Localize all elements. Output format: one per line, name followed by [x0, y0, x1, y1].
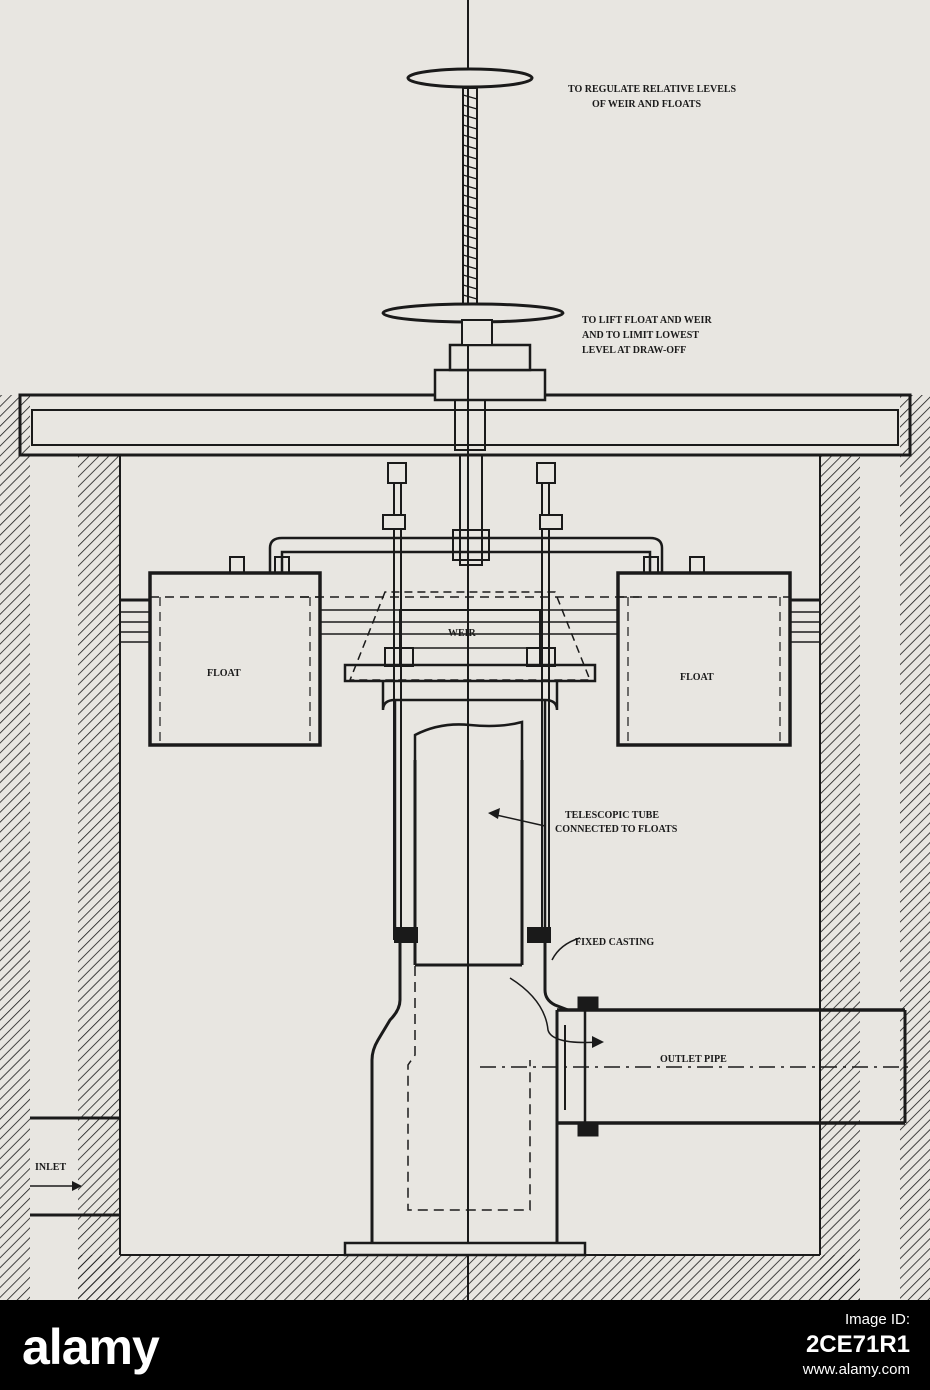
right-wall: [820, 455, 860, 1300]
outlet-pipe: [480, 996, 910, 1137]
label-lift-line2: AND TO LIMIT LOWEST: [582, 330, 699, 341]
left-wall: [78, 455, 120, 1300]
watermark-info: Image ID: 2CE71R1 www.alamy.com: [610, 1310, 910, 1380]
label-weir: WEIR: [448, 628, 477, 639]
upper-handwheel: [406, 67, 534, 89]
label-lift-line1: TO LIFT FLOAT AND WEIR: [582, 315, 712, 326]
float-yoke: [268, 536, 664, 575]
left-float: [148, 556, 322, 747]
label-tube-line2: CONNECTED TO FLOATS: [555, 824, 678, 835]
label-inlet: INLET: [35, 1162, 66, 1173]
tube-leader-arrow-icon: [491, 813, 546, 827]
label-float-left: FLOAT: [207, 668, 241, 679]
spindle-assembly: [381, 0, 565, 1300]
flow-arrow-icon: [509, 977, 601, 1044]
diagram-panel: TO REGULATE RELATIVE LEVELS OF WEIR AND …: [0, 0, 930, 1300]
label-outlet-pipe: OUTLET PIPE: [660, 1054, 727, 1065]
watermark-bar: alamy Image ID: 2CE71R1 www.alamy.com: [0, 1300, 930, 1390]
right-float: [616, 556, 792, 747]
flow-arrows: [488, 808, 604, 1048]
fixed-casting: [343, 927, 587, 1257]
label-tube-line1: TELESCOPIC TUBE: [565, 810, 659, 821]
left-outer-ground: [0, 395, 30, 1300]
watermark-brand: alamy: [22, 1319, 160, 1375]
label-fixed-casting: FIXED CASTING: [575, 937, 654, 948]
label-regulate-line2: OF WEIR AND FLOATS: [592, 99, 701, 110]
labels: TO REGULATE RELATIVE LEVELS OF WEIR AND …: [35, 84, 737, 1173]
weir: [300, 591, 640, 683]
right-outer-ground: [900, 395, 930, 1300]
watermark-image-id: 2CE71R1: [805, 1331, 910, 1358]
float-regulator-diagram: TO REGULATE RELATIVE LEVELS OF WEIR AND …: [0, 0, 930, 1300]
casting-leader-arrow-icon: [551, 937, 581, 961]
inlet: [30, 1116, 120, 1217]
label-lift-line3: LEVEL AT DRAW-OFF: [582, 345, 686, 356]
watermark-id-label: Image ID:: [844, 1311, 910, 1328]
label-float-right: FLOAT: [680, 672, 714, 683]
watermark-url: www.alamy.com: [802, 1361, 910, 1378]
guide-rods: [382, 462, 563, 940]
cover-beam: [18, 343, 912, 457]
label-regulate-line1: TO REGULATE RELATIVE LEVELS: [568, 84, 737, 95]
